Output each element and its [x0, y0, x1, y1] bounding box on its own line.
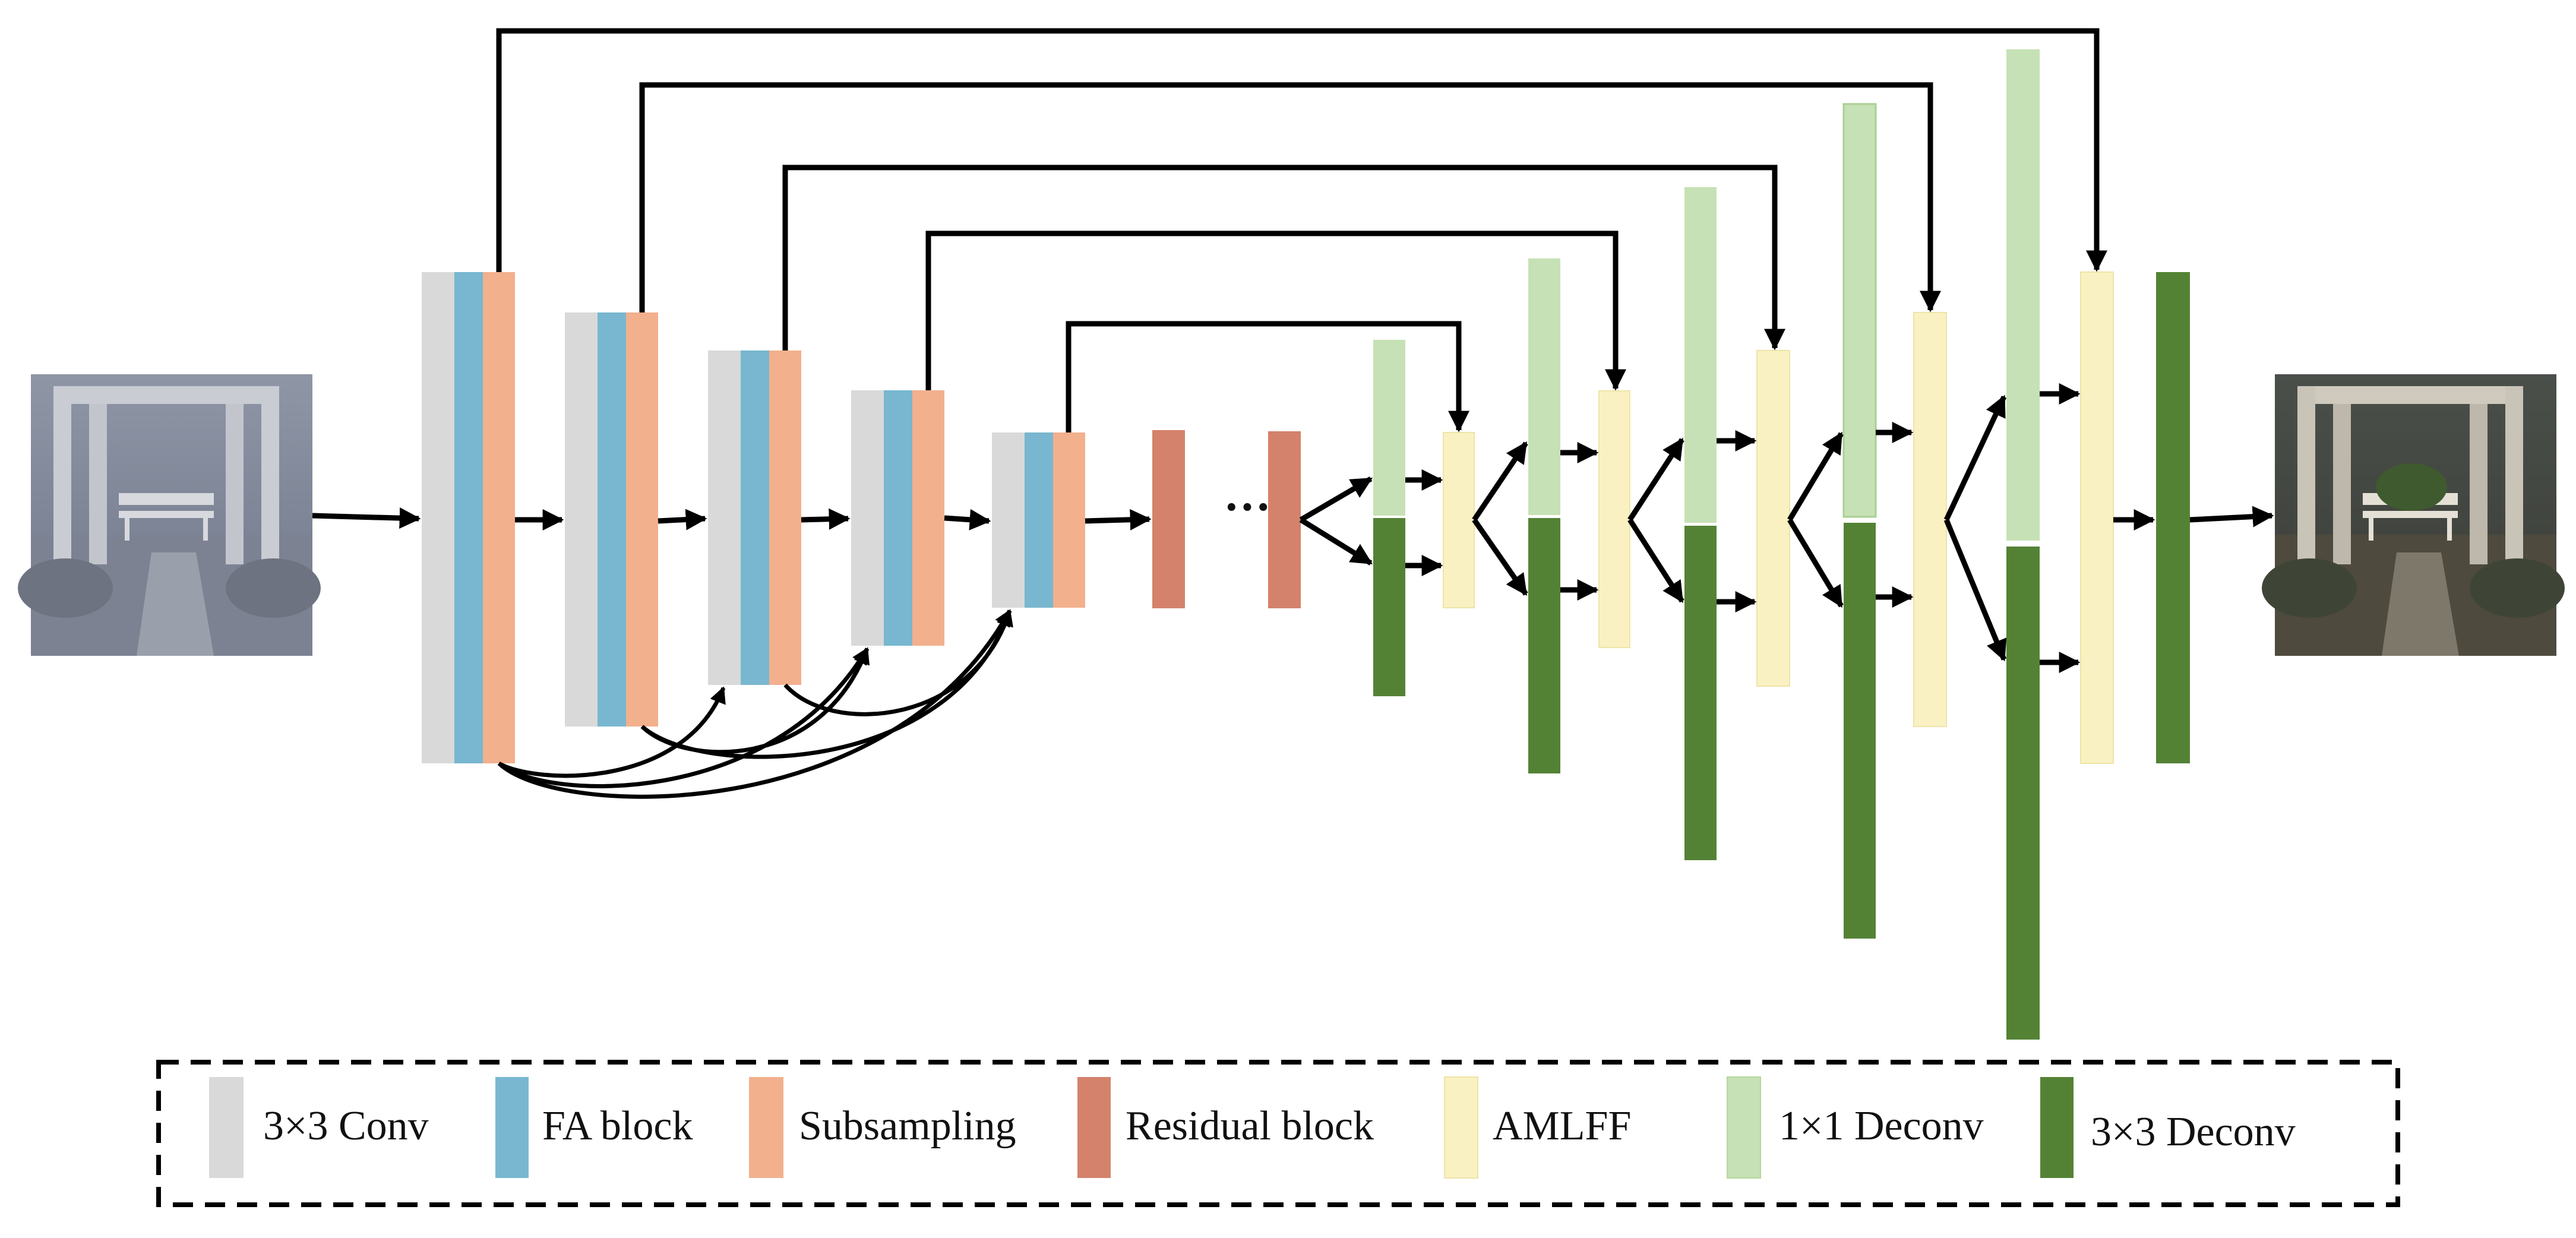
- encoder-level-1: [422, 272, 515, 763]
- legend-label-deconv1: 1×1 Deconv: [1779, 1103, 1984, 1149]
- legend-label-amlff: AMLFF: [1493, 1103, 1631, 1149]
- encoder-level-4: [851, 390, 944, 646]
- legend-swatch-amlff: [1444, 1076, 1478, 1179]
- legend-swatch-fa: [495, 1077, 529, 1178]
- dehazed-output-image: [2262, 374, 2565, 656]
- encoder-level-3: [708, 350, 801, 685]
- legend-label-res: Residual block: [1126, 1103, 1374, 1149]
- skip-connection-arrows: [496, 28, 2107, 432]
- main-flow-arrows: [312, 506, 2274, 530]
- decoder-deconv-pair-4: [1842, 103, 1877, 939]
- amlff-block-5: [2080, 271, 2114, 764]
- amlff-block-2: [1598, 390, 1630, 648]
- decoder-split-arrows: [1299, 383, 2081, 673]
- encoder-level-2: [565, 312, 658, 727]
- legend-swatch-sub: [749, 1077, 783, 1178]
- hazy-input-image: [18, 374, 321, 656]
- decoder-deconv-pair-2: [1528, 258, 1560, 773]
- legend-swatch-deconv1: [1727, 1076, 1761, 1179]
- amlff-block-3: [1756, 350, 1790, 687]
- final-deconv-block: [2156, 272, 2190, 763]
- decoder-deconv-pair-1: [1373, 340, 1405, 696]
- legend: 3×3 Conv FA block Subsampling Residual b…: [156, 1060, 2400, 1207]
- amlff-block-4: [1913, 312, 1947, 727]
- residual-ellipsis: ···: [1224, 481, 1271, 533]
- decoder-deconv-pair-3: [1684, 187, 1717, 860]
- legend-swatch-conv3: [209, 1077, 244, 1178]
- legend-frame: [156, 1060, 2400, 1207]
- legend-label-conv3: 3×3 Conv: [263, 1103, 429, 1149]
- dense-feature-connections: [497, 609, 1013, 799]
- legend-swatch-res: [1077, 1077, 1111, 1178]
- legend-label-fa: FA block: [542, 1103, 693, 1149]
- amlff-block-1: [1443, 432, 1475, 608]
- legend-swatch-deconv3: [2040, 1077, 2074, 1178]
- legend-label-sub: Subsampling: [799, 1103, 1016, 1149]
- residual-block-last: [1268, 431, 1301, 608]
- residual-block-first: [1152, 430, 1185, 608]
- encoder-level-5: [992, 432, 1085, 608]
- legend-label-deconv3: 3×3 Deconv: [2091, 1109, 2296, 1155]
- decoder-deconv-pair-5: [2006, 49, 2040, 1040]
